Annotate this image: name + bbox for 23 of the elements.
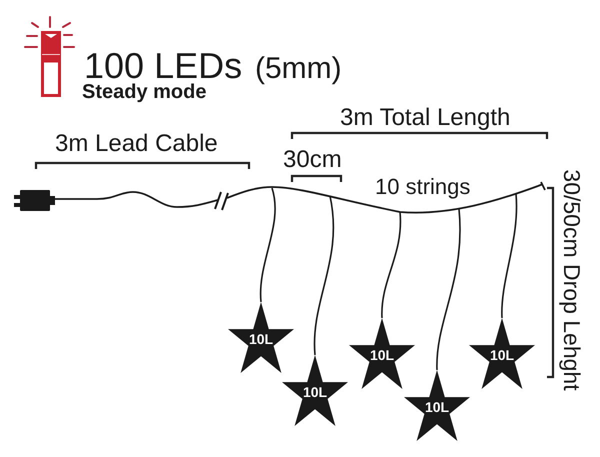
led-count: 10L xyxy=(302,384,328,400)
dimension-label: 3m Total Length xyxy=(340,104,510,132)
star-shape xyxy=(404,370,470,441)
led-count: 10L xyxy=(370,347,394,363)
led-count: 10L xyxy=(424,399,450,415)
led-count: 10L xyxy=(248,331,274,347)
title: 100 LEDs xyxy=(84,52,242,81)
dimension-label: 30/50cm Drop Lehght xyxy=(558,169,586,391)
star-shape xyxy=(282,355,348,426)
star-shape xyxy=(228,302,294,373)
hanging-wire xyxy=(381,212,402,318)
dimension-label: 30cm xyxy=(283,146,342,174)
mode-label: Steady mode xyxy=(82,81,206,104)
hanging-wire xyxy=(260,188,276,302)
hanging-wire xyxy=(314,196,334,356)
count-label: 10 strings xyxy=(375,174,470,199)
star-shape xyxy=(469,318,535,389)
star-shape xyxy=(349,318,415,389)
size-label: (5mm) xyxy=(255,52,342,87)
hanging-wire xyxy=(501,194,518,318)
hanging-wire xyxy=(436,208,461,370)
dimension-label: 3m Lead Cable xyxy=(55,130,218,158)
led-count: 10L xyxy=(490,347,514,363)
